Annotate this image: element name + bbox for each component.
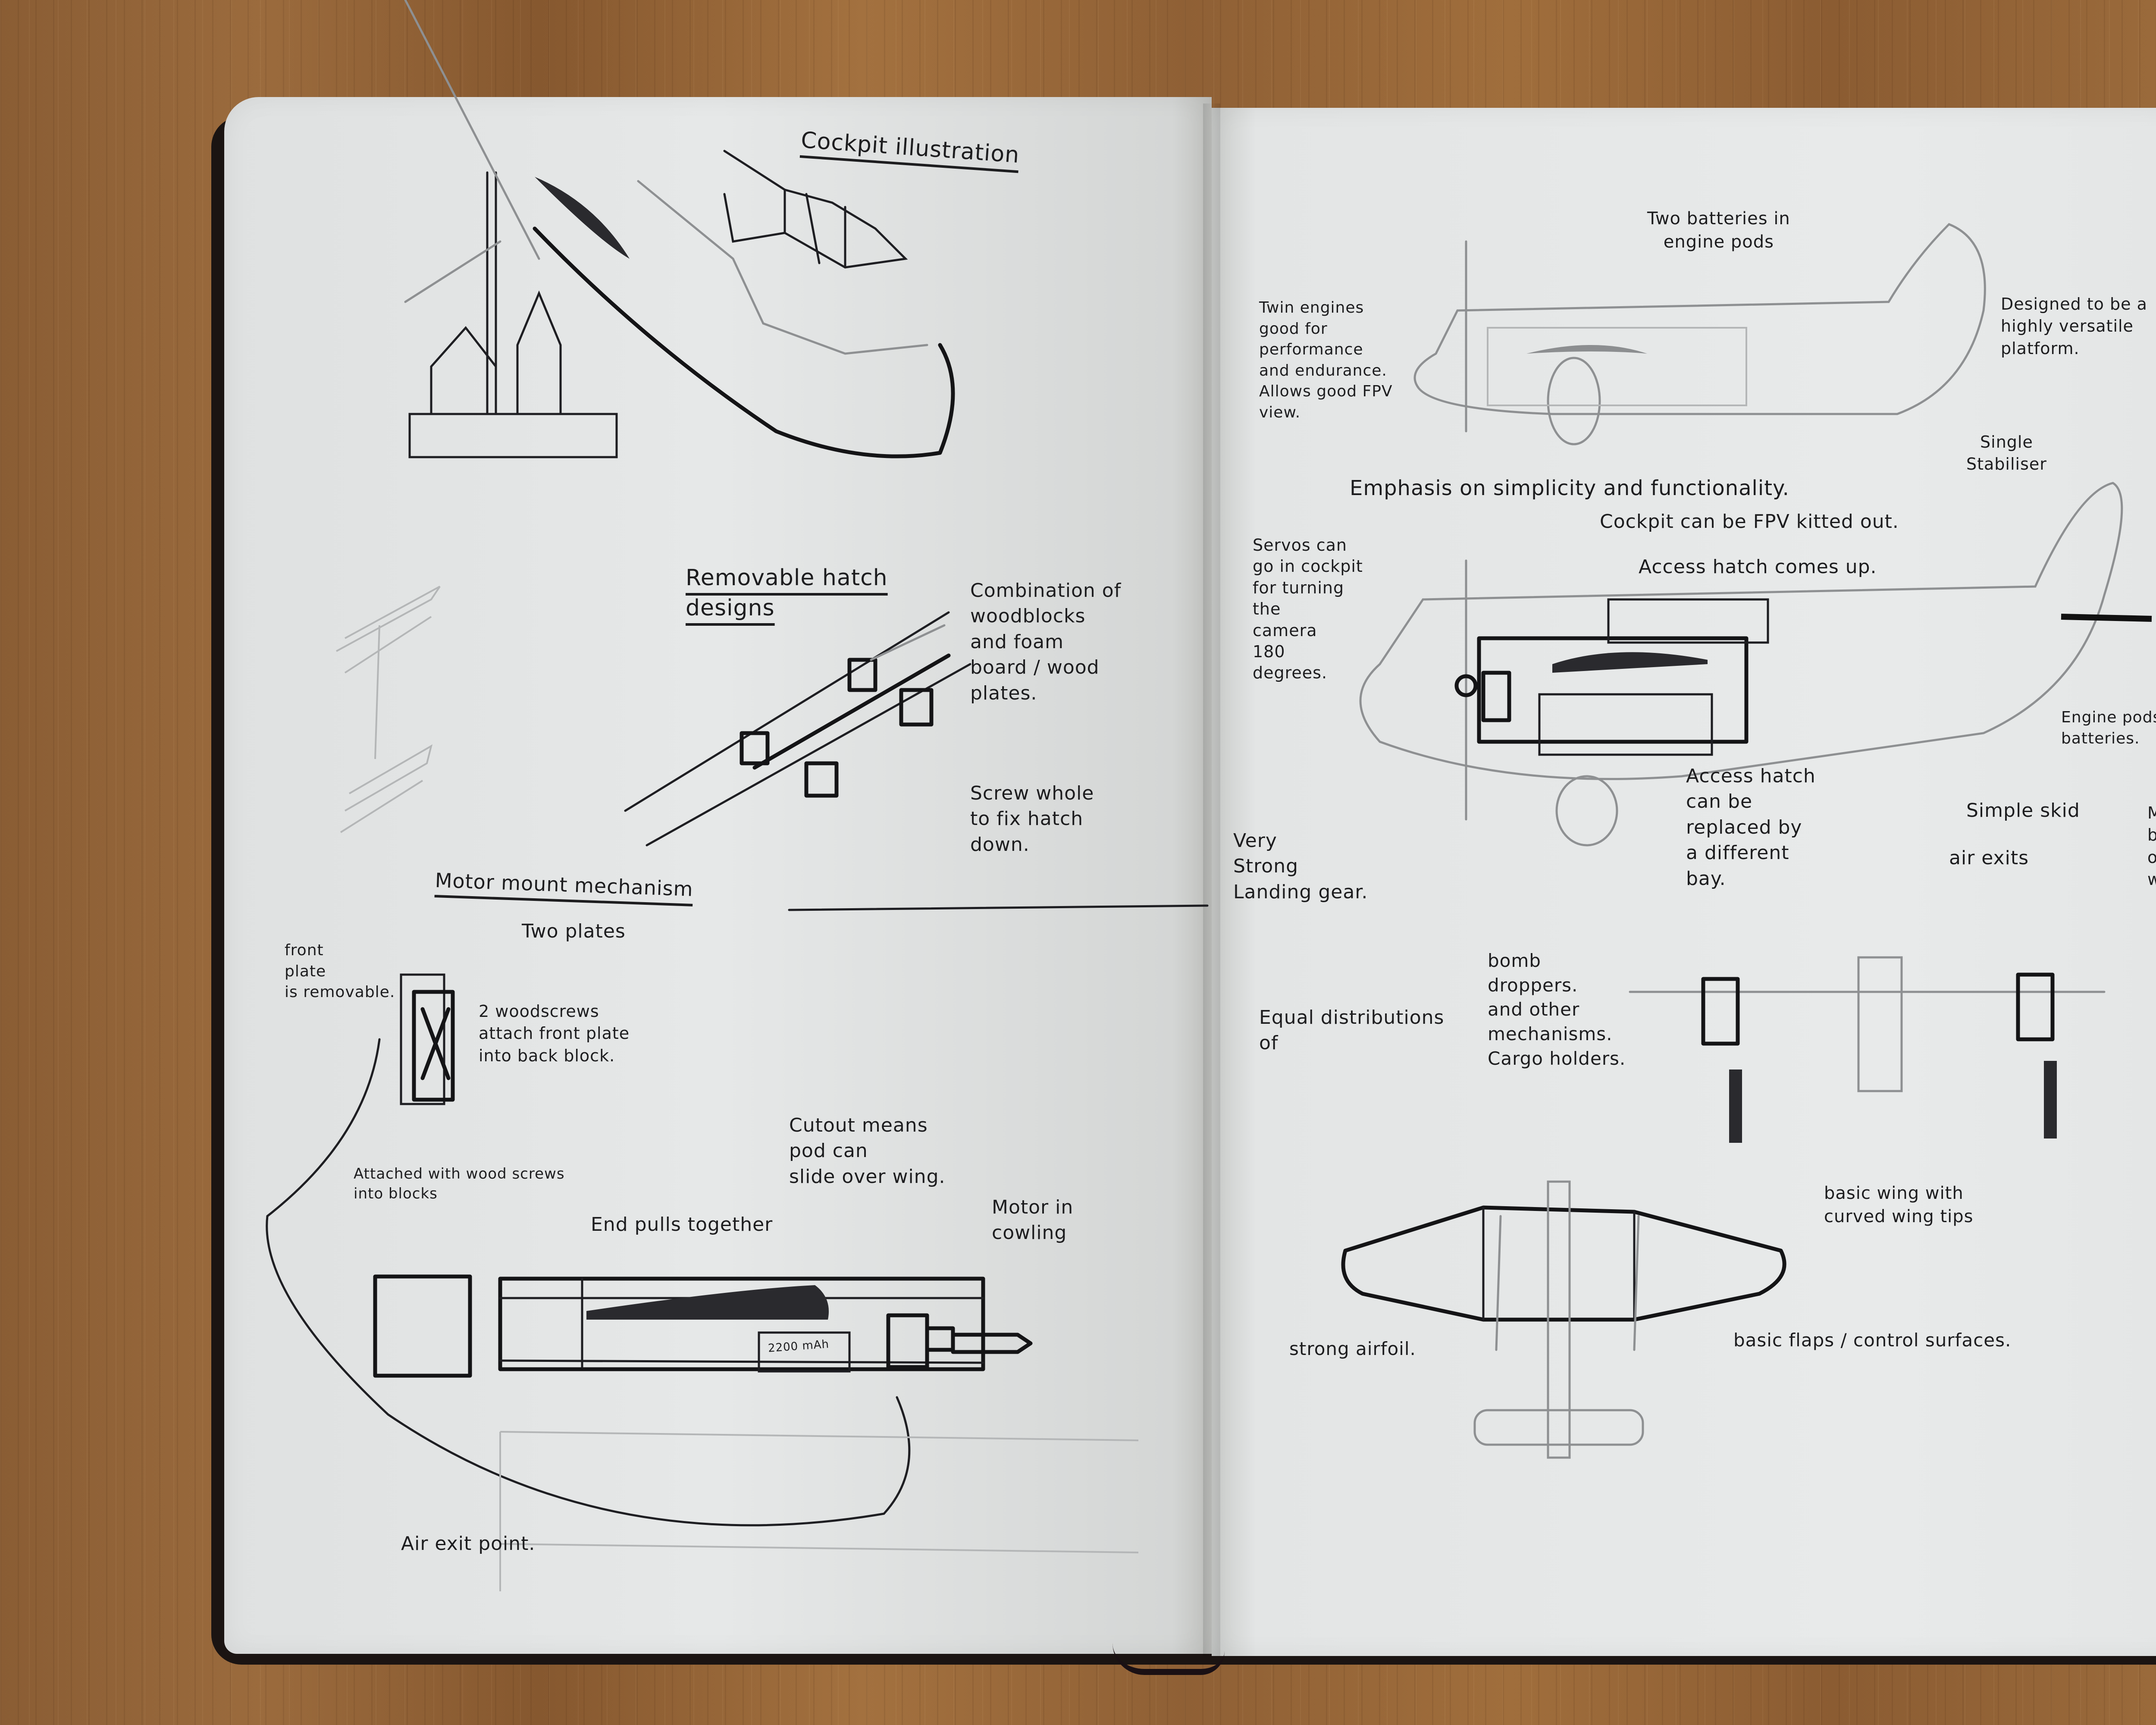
note-screw-hatch: Screw whole to fix hatch down. [970, 782, 1094, 856]
note-front-plate-removable: front plate is removable. [285, 941, 395, 1001]
note-two-batteries: Two batteries in engine pods [1647, 209, 1790, 252]
note-motor-cowling: Motor in cowling [992, 1196, 1074, 1244]
note-access-hatch-up: Access hatch comes up. [1639, 556, 1877, 578]
note-air-exit-point: Air exit point. [401, 1533, 536, 1555]
note-landing-gear: Very Strong Landing gear. [1233, 830, 1368, 903]
note-simple-skid: Simple skid [1966, 800, 2080, 822]
note-attached-wood-screws: Attached with wood screws into blocks [354, 1165, 565, 1202]
note-single-stabiliser: Single Stabiliser [1966, 433, 2047, 474]
note-bomb-droppers: bomb droppers. and other mechanisms. Car… [1488, 950, 1626, 1069]
note-cutout-pod: Cutout means pod can slide over wing. [789, 1114, 946, 1188]
note-strong-airfoil: strong airfoil. [1289, 1338, 1416, 1359]
note-manufactured-sliding: Manufactured by sliding over the wings. [2147, 803, 2156, 889]
notebook-gutter [1203, 104, 1220, 1656]
note-access-hatch-replace: Access hatch can be replaced by a differ… [1686, 765, 1816, 890]
heading-removable-hatch: Removable hatch designs [686, 565, 888, 621]
note-hatch-materials: Combination of woodblocks and foam board… [970, 580, 1122, 704]
note-end-pulls-together: End pulls together [591, 1214, 773, 1236]
note-basic-wing: basic wing with curved wing tips [1824, 1183, 1974, 1226]
ribbon-bookmark [1112, 1643, 1225, 1675]
note-air-exits: air exits [1949, 847, 2029, 869]
note-basic-flaps: basic flaps / control surfaces. [1733, 1330, 2012, 1351]
note-engine-pods-batteries: Engine pods contain batteries. [2061, 709, 2156, 747]
note-woodscrews: 2 woodscrews attach front plate into bac… [479, 1002, 630, 1065]
note-two-plates: Two plates [522, 920, 626, 942]
note-emphasis-simplicity: Emphasis on simplicity and functionality… [1350, 476, 1789, 500]
note-versatile-platform: Designed to be a highly versatile platfo… [2001, 295, 2147, 358]
left-page [224, 97, 1212, 1654]
note-cockpit-fpv: Cockpit can be FPV kitted out. [1600, 511, 1899, 533]
note-twin-engines: Twin engines good for performance and en… [1259, 299, 1393, 421]
note-servos-cockpit: Servos can go in cockpit for turning the… [1253, 536, 1363, 683]
note-equal-distributions: Equal distributions of [1259, 1007, 1445, 1054]
